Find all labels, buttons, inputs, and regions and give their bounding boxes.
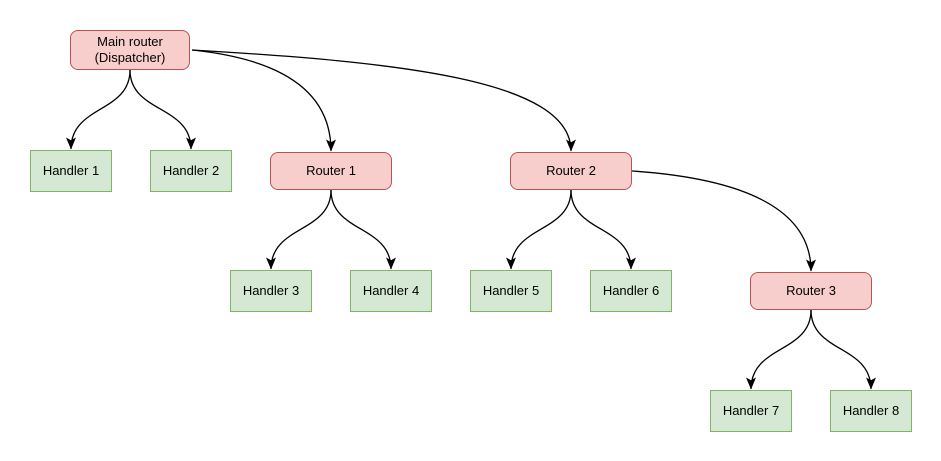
node-handler-6: Handler 6	[590, 270, 672, 312]
node-handler-4-label: Handler 4	[362, 282, 420, 298]
node-main-router: Main router (Dispatcher)	[70, 30, 190, 70]
edge-main-router-to-handler-2	[129, 69, 196, 150]
node-handler-2-label: Handler 2	[162, 162, 220, 178]
node-handler-1-label: Handler 1	[42, 162, 100, 178]
node-handler-2: Handler 2	[150, 150, 232, 192]
edge-router-1-to-handler-4	[330, 189, 396, 270]
node-router-3-label: Router 3	[786, 282, 836, 298]
edge-router-2-to-handler-6	[570, 189, 636, 270]
node-main-router-label: Main router (Dispatcher)	[94, 33, 166, 65]
edge-router-3-to-handler-7	[746, 309, 812, 390]
node-handler-8: Handler 8	[830, 390, 912, 432]
node-handler-6-label: Handler 6	[602, 282, 660, 298]
node-handler-3: Handler 3	[230, 270, 312, 312]
node-router-3: Router 3	[750, 272, 872, 310]
edge-main-router-to-router-2	[191, 49, 576, 152]
node-handler-5: Handler 5	[470, 270, 552, 312]
node-handler-1: Handler 1	[30, 150, 112, 192]
edge-router-2-to-handler-5	[506, 189, 572, 270]
node-handler-7-label: Handler 7	[722, 402, 780, 418]
edge-main-router-to-router-1	[191, 49, 336, 152]
edge-main-router-to-handler-1	[66, 69, 131, 150]
node-handler-5-label: Handler 5	[482, 282, 540, 298]
node-handler-4: Handler 4	[350, 270, 432, 312]
node-handler-7: Handler 7	[710, 390, 792, 432]
node-handler-8-label: Handler 8	[842, 402, 900, 418]
node-router-2: Router 2	[510, 152, 632, 190]
edge-router-1-to-handler-3	[266, 189, 332, 270]
node-handler-3-label: Handler 3	[242, 282, 300, 298]
edge-router-3-to-handler-8	[810, 309, 876, 390]
edge-router-2-to-router-3	[631, 170, 816, 272]
node-router-2-label: Router 2	[546, 162, 596, 178]
node-router-1-label: Router 1	[306, 162, 356, 178]
node-router-1: Router 1	[270, 152, 392, 190]
